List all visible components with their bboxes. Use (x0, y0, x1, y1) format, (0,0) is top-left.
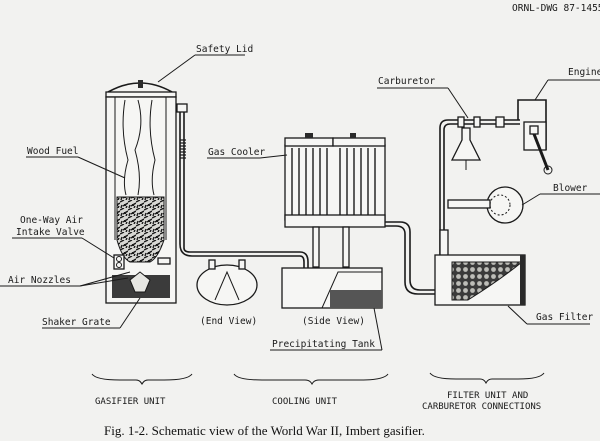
gas-cooler (284, 144, 386, 221)
filter-labels: Carburetor Engine Blower Gas Filter (377, 67, 600, 325)
section-filter-line1: FILTER UNIT AND (447, 391, 528, 401)
label-air-nozzles: Air Nozzles (8, 275, 71, 286)
section-cooling-unit: COOLING UNIT (272, 397, 338, 407)
label-gas-filter: Gas Filter (536, 312, 593, 323)
label-wood-fuel: Wood Fuel (27, 146, 78, 157)
precipitating-tank-end (196, 264, 258, 306)
gasifier-outlet-pipe (176, 109, 300, 253)
label-end-view: (End View) (200, 316, 257, 327)
label-safety-lid: Safety Lid (196, 44, 253, 55)
label-carburetor: Carburetor (378, 76, 435, 87)
drawing-id: ORNL-DWG 87-1455 (512, 3, 600, 14)
section-gasifier-unit: GASIFIER UNIT (95, 397, 166, 407)
label-side-view: (Side View) (302, 316, 365, 327)
wood-fuel (116, 196, 165, 263)
cooling-unit (196, 133, 440, 309)
brace-filter (429, 372, 545, 385)
label-intake-valve: Intake Valve (16, 227, 85, 238)
gasifier-unit (105, 80, 300, 304)
label-gas-cooler: Gas Cooler (208, 147, 265, 158)
gasifier-labels: Safety Lid Wood Fuel One-Way Air Intake … (0, 44, 253, 329)
cooling-labels: Gas Cooler (End View) (Side View) Precip… (200, 147, 383, 351)
figure-caption: Fig. 1-2. Schematic view of the World Wa… (104, 423, 425, 438)
section-filter-line2: CARBURETOR CONNECTIONS (422, 402, 541, 412)
label-precipitating-tank: Precipitating Tank (272, 339, 375, 350)
lid-flange (105, 91, 177, 98)
label-shaker-grate: Shaker Grate (42, 317, 111, 328)
label-one-way-air: One-Way Air (20, 215, 83, 226)
label-engine: Engine (568, 67, 600, 78)
section-braces (91, 372, 545, 386)
label-blower: Blower (553, 183, 588, 194)
brace-cooling (233, 373, 389, 386)
carburetor (450, 127, 482, 161)
filter-unit (434, 99, 553, 306)
brace-gasifier (91, 373, 193, 386)
blower (486, 186, 524, 224)
